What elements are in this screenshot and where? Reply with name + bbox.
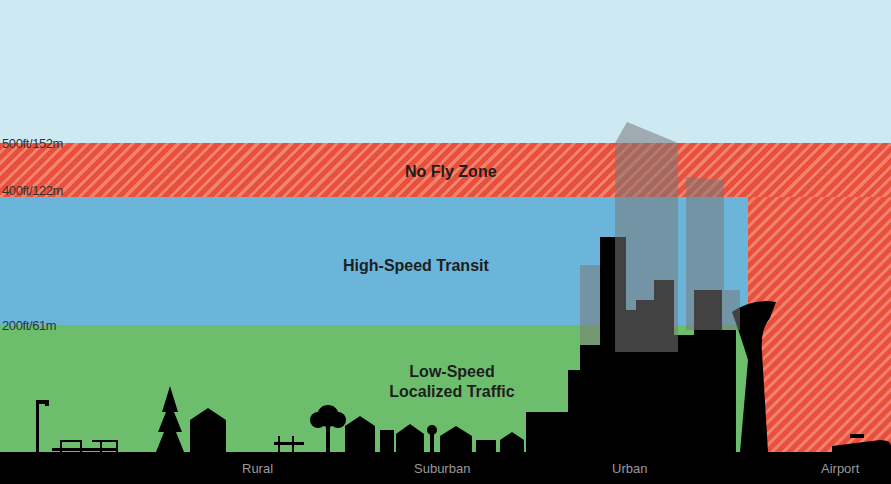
proposed-towers (580, 122, 740, 352)
zone-label: Airport (821, 461, 859, 476)
altitude-label: 200ft/61m (2, 318, 56, 333)
no-fly-band: No Fly Zone (0, 143, 891, 197)
ground (0, 452, 891, 484)
band-label: High-Speed Transit (343, 256, 489, 276)
band-label: Low-Speed Localized Traffic (377, 362, 527, 402)
airport-no-fly (748, 197, 891, 457)
altitude-label: 500ft/152m (2, 136, 63, 151)
band-label: No Fly Zone (405, 162, 497, 182)
zone-label: Suburban (414, 461, 470, 476)
silhouettes (36, 237, 891, 454)
zone-label: Rural (242, 461, 273, 476)
zone-label: Urban (612, 461, 647, 476)
altitude-label: 400ft/122m (2, 183, 63, 198)
